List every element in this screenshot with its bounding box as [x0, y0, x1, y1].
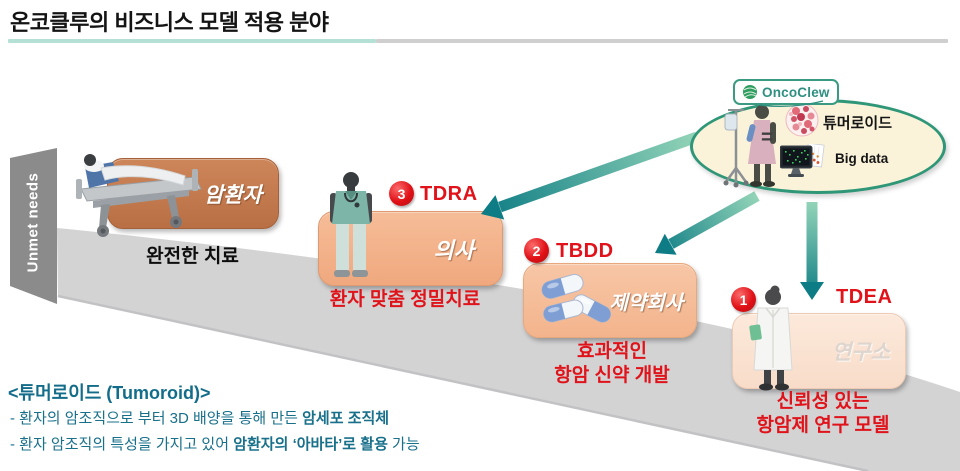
pharma-caption: 효과적인 항암 신약 개발	[528, 340, 696, 388]
research-box-label: 연구소	[832, 341, 890, 364]
pills-icon	[541, 273, 611, 323]
research-caption: 신뢰성 있는 항암제 연구 모델	[740, 390, 906, 438]
big-data-icon	[780, 144, 825, 177]
patient-with-iv-icon	[723, 105, 776, 188]
pharma-box-label: 제약회사	[609, 292, 683, 314]
ramp-edge-shadow	[57, 294, 869, 471]
gray-ramp-shape	[57, 228, 960, 471]
cancer-patient-box-label: 암환자	[204, 183, 262, 207]
research-caption-line2: 항암제 연구 모델	[756, 415, 890, 436]
arrow-to-research	[800, 202, 824, 300]
page-title: 온코클루의 비즈니스 모델 적용 분야	[10, 10, 329, 35]
doctor-box-label: 의사	[433, 237, 474, 263]
arrow-to-doctor	[481, 131, 699, 220]
step-badge-3: 3	[389, 181, 414, 206]
hospital-bed-icon	[76, 154, 202, 237]
equals-sign: =	[761, 126, 774, 149]
logo-swoosh	[759, 100, 824, 108]
tumoroid-icon	[785, 103, 819, 137]
pharma-caption-line2: 항암 신약 개발	[554, 365, 670, 386]
yarn-ball-icon	[743, 85, 757, 99]
step-badge-1: 1	[731, 287, 756, 312]
oncoclew-logo-text: OncoClew	[762, 84, 830, 100]
doctor-figure-icon	[330, 172, 372, 277]
title-underline-teal	[8, 39, 376, 43]
research-caption-line1: 신뢰성 있는	[776, 391, 870, 412]
arrow-to-pharma	[655, 191, 760, 255]
code-tdra: TDRA	[420, 183, 478, 205]
tumoroid-label: 튜머로이드	[823, 115, 893, 132]
pharma-box: 제약회사	[523, 263, 697, 338]
title-underline-gray	[376, 39, 948, 43]
footnote-line-2: - 환자 암조직의 특성을 가지고 있어 암환자의 ‘아바타’로 활용 가능	[10, 436, 420, 453]
footnote-title: <튜머로이드 (Tumoroid)>	[8, 383, 211, 403]
footnote-line-1: - 환자의 암조직으로 부터 3D 배양을 통해 만든 암세포 조직체	[10, 410, 390, 427]
researcher-figure-icon	[749, 285, 793, 391]
doctor-caption: 환자 맞춤 정밀치료	[329, 289, 481, 310]
code-tdea: TDEA	[836, 286, 893, 308]
patient-caption: 완전한 치료	[146, 246, 239, 267]
unmet-needs-bar	[10, 148, 57, 304]
big-data-label: Big data	[835, 151, 889, 166]
code-tbdd: TBDD	[556, 240, 614, 262]
oncoclew-logo: OncoClew	[733, 79, 839, 108]
pharma-caption-line1: 효과적인	[577, 341, 647, 362]
step-badge-2: 2	[524, 238, 549, 263]
